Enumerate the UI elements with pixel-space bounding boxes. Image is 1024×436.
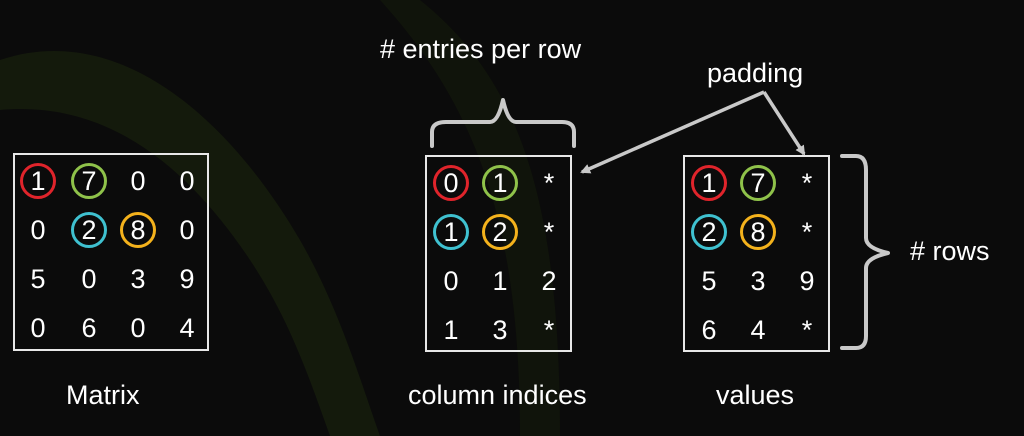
matrix-cell: 5: [30, 263, 46, 294]
column-indices-cell: 0: [443, 265, 459, 296]
matrix-cell: 0: [179, 214, 195, 245]
column-indices-cell: 1: [443, 314, 459, 345]
values-cell: *: [801, 167, 813, 198]
column-indices-cell: 0: [433, 165, 469, 201]
matrix-cell: 8: [120, 212, 156, 248]
matrix-label: Matrix: [66, 380, 140, 410]
values-label: values: [716, 380, 795, 410]
column-indices-cell: 2: [541, 265, 557, 296]
column-indices-cell: 2: [482, 214, 518, 250]
values-cell: 1: [691, 165, 727, 201]
matrix-cell: 2: [71, 212, 107, 248]
values-cell: 3: [750, 265, 766, 296]
values-cell: 4: [750, 314, 766, 345]
matrix-cell: 0: [81, 263, 97, 294]
column-indices-cell: *: [543, 314, 555, 345]
padding-arrow-left: [580, 90, 765, 174]
column-indices-cell: 1: [482, 165, 518, 201]
padding-arrow-right: [762, 91, 806, 156]
values-cell: *: [801, 314, 813, 345]
values-cell: 9: [799, 265, 815, 296]
matrix-cell: 0: [179, 165, 195, 196]
matrix-cell: 1: [20, 163, 56, 199]
matrix-cell: 0: [30, 312, 46, 343]
column-indices-cell: *: [543, 216, 555, 247]
column-indices-cell: 1: [433, 214, 469, 250]
entries-per-row-brace: [430, 98, 576, 148]
column-indices-label: column indices: [408, 380, 587, 410]
column-indices-cell: 3: [492, 314, 508, 345]
values-cell: 2: [691, 214, 727, 250]
matrix-cell: 3: [130, 263, 146, 294]
column-indices-cell: 1: [492, 265, 508, 296]
matrix-cell: 9: [179, 263, 195, 294]
padding-label: padding: [707, 58, 804, 88]
matrix-cell: 0: [130, 312, 146, 343]
matrix-cell: 0: [30, 214, 46, 245]
matrix-cell: 0: [130, 165, 146, 196]
matrix-cell: 7: [71, 163, 107, 199]
values-cell: 7: [740, 165, 776, 201]
values-cell: 6: [701, 314, 717, 345]
matrix-cell: 4: [179, 312, 195, 343]
values-cell: 8: [740, 214, 776, 250]
values-cell: *: [801, 216, 813, 247]
column-indices-cell: *: [543, 167, 555, 198]
entries-per-row-label: # entries per row: [380, 34, 582, 64]
rows-label: # rows: [910, 236, 990, 266]
values-cell: 5: [701, 265, 717, 296]
matrix-cell: 6: [81, 312, 97, 343]
rows-brace: [840, 154, 890, 350]
